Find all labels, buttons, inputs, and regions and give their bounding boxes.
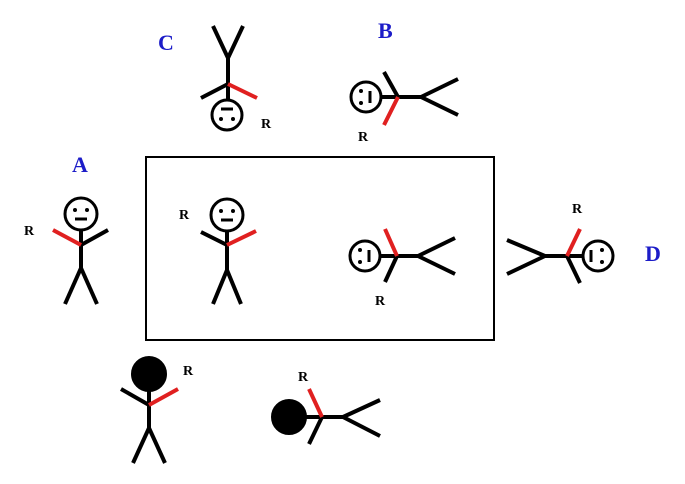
stick-figure-center-standing	[200, 197, 257, 305]
arm-label-view-a: R	[24, 224, 35, 239]
stick-figure-view-c	[200, 25, 258, 132]
arm-label-center-standing: R	[179, 208, 190, 223]
right-arm-highlight	[383, 228, 399, 257]
filled-head	[131, 356, 167, 392]
right-arm-highlight	[565, 228, 582, 257]
arm-label-back-lying: R	[298, 370, 309, 385]
stick-figure-back-lying	[271, 388, 381, 445]
right-arm-highlight	[382, 96, 400, 126]
stick-figure-view-a	[52, 196, 109, 305]
right-arm-highlight	[226, 229, 257, 247]
stick-figure-view-b	[349, 71, 459, 126]
reference-frame	[145, 156, 495, 341]
arm-label-back-standing: R	[183, 364, 194, 379]
stick-figure-view-d	[506, 228, 615, 284]
right-arm-highlight	[227, 82, 258, 100]
arm-label-view-c: R	[261, 117, 272, 132]
stick-figure-center-lying	[348, 228, 456, 283]
arm-label-view-b: R	[358, 130, 369, 145]
arm-label-view-d: R	[572, 202, 583, 217]
right-arm-highlight	[307, 388, 324, 418]
view-label-c: C	[158, 30, 174, 55]
stick-figure-back-standing	[120, 356, 179, 464]
right-arm-highlight	[52, 228, 82, 247]
view-label-d: D	[645, 241, 661, 266]
filled-head	[271, 399, 307, 435]
view-label-a: A	[72, 152, 88, 177]
right-arm-highlight	[148, 387, 179, 407]
arm-label-center-lying: R	[375, 294, 386, 309]
view-label-b: B	[378, 18, 393, 43]
